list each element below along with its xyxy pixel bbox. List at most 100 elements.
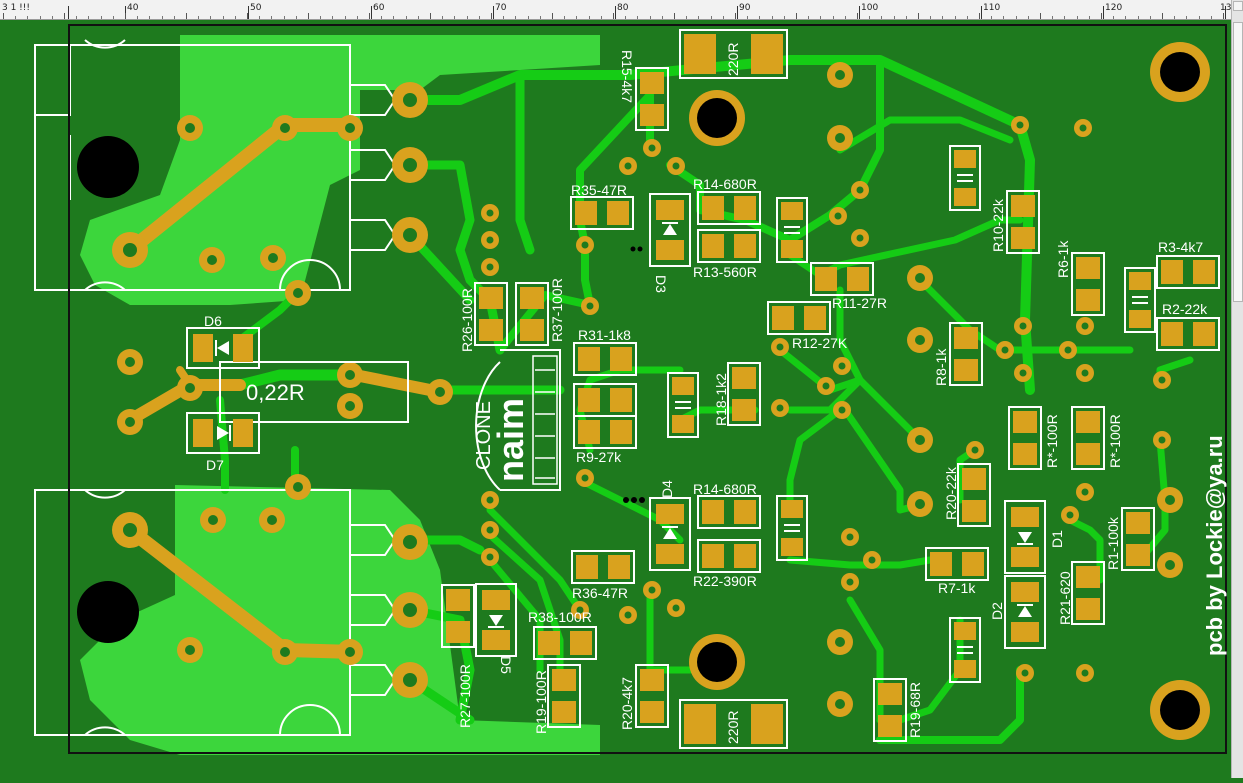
ruler-tick: [418, 16, 419, 19]
smd-resistor: [727, 362, 761, 426]
ruler-tick: [820, 16, 821, 19]
ruler-tick: [1211, 16, 1212, 19]
test-points: [623, 246, 645, 503]
label-r36: R36-47R: [572, 585, 628, 601]
ruler-tick: [637, 16, 638, 19]
smd-pad: [1013, 443, 1037, 465]
ruler-tick: [430, 13, 431, 19]
logo-clone-text: CLONE: [473, 401, 495, 470]
ruler-tick: [1174, 16, 1175, 19]
label-d5: D5: [498, 656, 514, 674]
smd-pad: [702, 500, 724, 524]
ruler-tick: [1016, 16, 1017, 19]
label-r31: R31-1k8: [578, 327, 631, 343]
label-r9: R9-27k: [576, 449, 622, 465]
smd-resistor: [573, 383, 637, 417]
label-r12: R12-27K: [792, 335, 848, 351]
label-d7: D7: [206, 457, 224, 473]
ruler-tick: [942, 16, 943, 19]
smd-pad: [610, 388, 632, 412]
ruler-tick: [332, 16, 333, 19]
label-r7: R7-1k: [938, 580, 976, 596]
resistor-022-body: [219, 361, 409, 423]
ruler-tick: [1077, 16, 1078, 19]
ruler-tick: [967, 16, 968, 19]
ruler-tick: [296, 16, 297, 19]
smd-pad: [640, 701, 664, 723]
ruler-tick: [589, 16, 590, 19]
ruler-tick: [210, 16, 211, 19]
ruler-tick: [406, 16, 407, 19]
ruler-tick: [393, 16, 394, 19]
smd-resistor: [570, 196, 634, 230]
clone-naim-logo: [475, 349, 561, 491]
smd-pad: [1076, 411, 1100, 433]
label-r35: R35-47R: [571, 182, 627, 198]
label-r1: R1-100k: [1105, 516, 1121, 570]
smd-resistor: [1071, 252, 1105, 316]
ruler-tick: [1125, 16, 1126, 19]
scrollbar-thumb[interactable]: [1233, 22, 1243, 302]
smd-pad: [578, 388, 600, 412]
ruler-tick: [1186, 16, 1187, 19]
ruler-tick: [784, 16, 785, 19]
ruler-label: 70: [495, 3, 507, 13]
smd-pad: [1126, 512, 1150, 534]
ruler-tick: [271, 16, 272, 19]
ruler-tick: [1089, 16, 1090, 19]
smd-pad: [962, 468, 986, 490]
label-r19-100r: R19-100R: [533, 670, 549, 734]
smd-pad: [1076, 566, 1100, 588]
ruler-tick: [1199, 16, 1200, 19]
smd-pad: [1013, 411, 1037, 433]
ruler-tick: [101, 16, 102, 19]
copper-pour: [80, 35, 600, 755]
ruler-tick: [235, 16, 236, 19]
ruler-tick: [247, 13, 248, 19]
smd-pad: [962, 552, 984, 576]
ruler-tick: [1103, 6, 1104, 19]
ruler-label: 50: [250, 3, 262, 13]
smd-pad: [640, 104, 664, 126]
ruler-tick: [149, 16, 150, 19]
label-r27: R27-100R: [457, 664, 473, 728]
ruler-tick: [198, 16, 199, 19]
connector-bottom: [34, 489, 397, 736]
ruler-tick: [371, 6, 372, 19]
smd-resistor: [635, 664, 669, 728]
ruler-tick: [15, 16, 16, 19]
label-r13: R13-560R: [693, 264, 757, 280]
ruler-tick: [869, 16, 870, 19]
smd-resistor: [573, 415, 637, 449]
ruler-label: 40: [127, 3, 139, 13]
label-r22: R22-390R: [693, 573, 757, 589]
ruler-tick: [930, 16, 931, 19]
ruler-tick: [3, 13, 4, 19]
smd-pad: [446, 589, 470, 611]
vertical-scrollbar[interactable]: [1231, 0, 1243, 778]
ruler-tick: [88, 16, 89, 19]
ruler-tick: [955, 16, 956, 19]
label-r20-4k7: R20-4k7: [619, 677, 635, 730]
ruler-tick: [320, 16, 321, 19]
pcb-canvas[interactable]: CLONE naim pcb by Lockie@ya.ru 0,22R R35…: [0, 20, 1231, 778]
smd-resistor: [697, 495, 761, 529]
smd-pad: [570, 631, 592, 655]
smd-resistor: [957, 463, 991, 527]
ruler-tick: [369, 13, 370, 19]
ruler-tick: [759, 16, 760, 19]
smd-pad: [1161, 322, 1183, 346]
ruler-label: 110: [983, 3, 1001, 13]
smd-pad: [479, 287, 503, 309]
ruler-tick: [1113, 16, 1114, 19]
ruler-tick: [576, 16, 577, 19]
ruler-tick: [662, 16, 663, 19]
label-220r-bottom: 220R: [725, 711, 741, 744]
ruler-label: 90: [739, 3, 751, 13]
top-ruler: 3 1 !!! 40 50 60 70 80 90 100 110 120 13…: [0, 0, 1231, 20]
credit-text: pcb by Lockie@ya.ru: [1202, 435, 1227, 656]
label-r2: R2-22k: [1162, 301, 1208, 317]
ruler-tick: [503, 16, 504, 19]
label-r3: R3-4k7: [1158, 239, 1203, 255]
scroll-up-button[interactable]: [1233, 1, 1243, 11]
